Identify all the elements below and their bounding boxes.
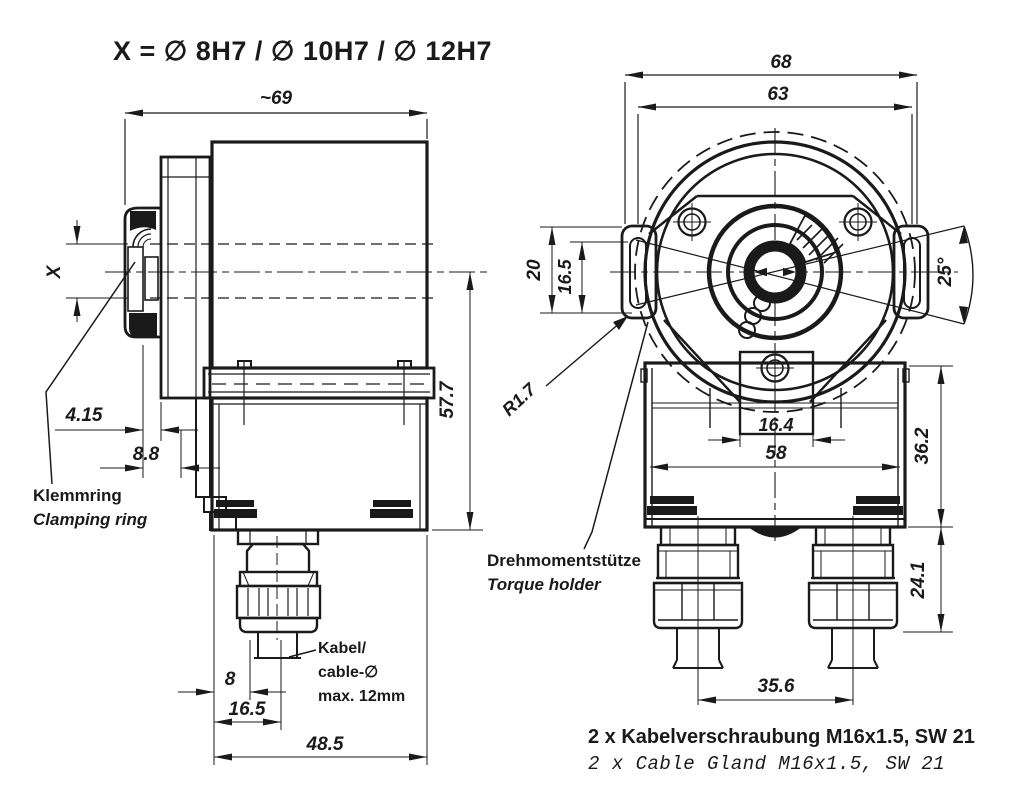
dim-shaft-bore-x: X (44, 220, 128, 322)
clamping-ring-leader (45, 261, 136, 485)
cable-gland-side (235, 528, 322, 659)
dim-gland-height: 24.1 (903, 527, 953, 633)
dim-gland-offset: 8 (178, 535, 286, 765)
footer-note: 2 x Kabelverschraubung M16x1.5, SW 21 2 … (588, 726, 975, 775)
dim-68: 68 (770, 52, 792, 73)
dim-48-5: 48.5 (306, 734, 344, 755)
dim-58: 58 (765, 443, 787, 464)
dim-shaft-insert: 8.8 (100, 430, 220, 478)
dim-body-height: 36.2 (908, 365, 953, 528)
screw-top-left (673, 203, 711, 241)
dim-16-5-side: 16.5 (229, 699, 266, 720)
label-cable-2: cable-∅ (318, 664, 378, 681)
dim-body-width: 58 (650, 443, 900, 471)
dim-8-8: 8.8 (133, 444, 160, 465)
mounting-ear-left (620, 224, 658, 320)
screw-top-right (839, 203, 877, 241)
screw-bottom (756, 349, 794, 387)
dim-25deg: 25° (935, 257, 956, 287)
dim-gland-spacing: 35.6 (698, 676, 853, 704)
dim-overall-depth: 48.5 (214, 535, 428, 765)
dim-gland-center: 16.5 (214, 640, 282, 730)
front-view: 25° (487, 52, 974, 705)
dim-slot-angle: 25° (635, 225, 974, 325)
dim-slot-inner: 16.5 (555, 241, 628, 313)
cable-gland-front-left (652, 516, 744, 705)
label-cable-1: Kabel/ (318, 640, 367, 657)
torque-holder-leader (583, 321, 649, 550)
shaft-bore-title: X = ∅ 8H7 / ∅ 10H7 / ∅ 12H7 (113, 36, 492, 66)
dim-8: 8 (225, 669, 236, 690)
dim-16-4: 16.4 (758, 415, 793, 435)
cable-gland-front-right (807, 516, 899, 705)
dim-slot-radius: R1.7 (498, 315, 629, 420)
dim-4-15: 4.15 (65, 405, 103, 426)
dim-x-label: X (44, 264, 65, 279)
dim-front-width-flange: 63 (637, 84, 913, 224)
dim-36-2: 36.2 (912, 427, 933, 464)
dim-63: 63 (767, 84, 789, 105)
dim-front-width-overall: 68 (624, 52, 918, 224)
dim-16-5-front: 16.5 (555, 259, 575, 295)
dim-20: 20 (524, 259, 545, 282)
dim-clamp-depth: 4.15 (55, 345, 198, 478)
label-torque-holder: Torque holder (487, 575, 602, 594)
label-cable-3: max. 12mm (318, 688, 405, 705)
dim-57-7: 57.7 (437, 380, 458, 418)
dim-24-1: 24.1 (908, 562, 929, 600)
label-klemmring: Klemmring (33, 486, 122, 505)
cable-leader (288, 649, 317, 658)
dim-approx-69: ~69 (260, 88, 293, 109)
label-clamping-ring: Clamping ring (33, 510, 148, 529)
spring-clip (738, 214, 844, 339)
side-body (202, 140, 436, 532)
footer-gland-de: 2 x Kabelverschraubung M16x1.5, SW 21 (588, 726, 975, 748)
label-drehmomentstuetze: Drehmomentstütze (487, 551, 641, 570)
footer-gland-en: 2 x Cable Gland M16x1.5, SW 21 (588, 753, 945, 775)
torque-bracket (648, 194, 902, 436)
dim-bracket-width: 16.4 (708, 415, 845, 447)
dim-slot-outer: 20 (524, 226, 632, 314)
dim-center-height: 57.7 (432, 272, 483, 531)
side-flange (159, 155, 237, 531)
shaft-clamp (123, 206, 161, 339)
side-view: ~69 X 4.15 8.8 (33, 88, 490, 765)
front-body (640, 361, 910, 538)
side-centerlines (105, 243, 490, 299)
dim-35-6: 35.6 (758, 676, 795, 697)
dim-r1-7: R1.7 (498, 379, 540, 420)
dim-side-width-overall: ~69 (124, 88, 428, 205)
